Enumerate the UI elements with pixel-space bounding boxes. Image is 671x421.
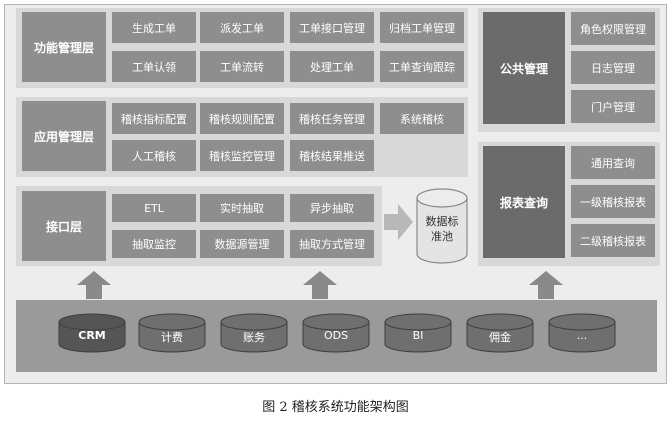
report-query-item: 通用查询 xyxy=(571,146,655,179)
application-item: 人工稽核 xyxy=(112,140,196,171)
data-source-label: ODS xyxy=(323,329,349,342)
data-source-label: CRM xyxy=(78,329,106,342)
data-source-cylinder: ODS xyxy=(302,313,370,353)
report-query-item: 二级稽核报表 xyxy=(571,224,655,257)
interface-layer-label: 接口层 xyxy=(22,191,106,261)
data-pool-label-line1: 数据标 xyxy=(425,215,459,228)
interface-item: 实时抽取 xyxy=(200,194,284,222)
application-item: 稽核规则配置 xyxy=(200,103,284,134)
interface-item: 数据源管理 xyxy=(200,230,284,258)
function-item: 工单接口管理 xyxy=(290,12,374,43)
arrow-up-icon xyxy=(77,271,111,299)
application-item: 稽核任务管理 xyxy=(290,103,374,134)
application-layer-label: 应用管理层 xyxy=(22,101,106,171)
application-item: 稽核结果推送 xyxy=(290,140,374,171)
function-item: 生成工单 xyxy=(112,12,196,43)
function-item: 派发工单 xyxy=(200,12,284,43)
function-layer-label: 功能管理层 xyxy=(22,12,106,82)
data-source-label: 账务 xyxy=(243,331,265,344)
function-item: 工单流转 xyxy=(200,51,284,82)
data-source-cylinder: 账务 xyxy=(220,313,288,353)
application-item: 稽核监控管理 xyxy=(200,140,284,171)
arrow-up-icon xyxy=(303,271,337,299)
function-item: 工单认领 xyxy=(112,51,196,82)
arrow-up-icon xyxy=(529,271,563,299)
data-source-cylinder: CRM xyxy=(58,313,126,353)
interface-item: 抽取方式管理 xyxy=(290,230,374,258)
application-item: 系统稽核 xyxy=(380,103,464,134)
arrow-right-icon xyxy=(384,204,413,240)
function-item: 处理工单 xyxy=(290,51,374,82)
data-pool-label-line2: 准池 xyxy=(431,230,453,243)
figure-caption: 图 2 稽核系统功能架构图 xyxy=(262,400,409,415)
report-query-label: 报表查询 xyxy=(483,146,565,258)
function-item: 归档工单管理 xyxy=(380,12,464,43)
public-management-item: 日志管理 xyxy=(571,51,655,84)
interface-item: 抽取监控 xyxy=(112,230,196,258)
data-source-cylinder: ... xyxy=(548,313,616,353)
application-item: 稽核指标配置 xyxy=(112,103,196,134)
data-source-cylinder: 佣金 xyxy=(466,313,534,353)
report-query-item: 一级稽核报表 xyxy=(571,185,655,218)
data-source-label: 佣金 xyxy=(489,331,511,344)
interface-item: 异步抽取 xyxy=(290,194,374,222)
data-source-cylinder: 计费 xyxy=(138,313,206,353)
data-source-label: 计费 xyxy=(161,331,183,344)
data-source-label: ... xyxy=(576,329,588,342)
data-source-label: BI xyxy=(412,329,424,342)
public-management-label: 公共管理 xyxy=(483,12,565,124)
public-management-item: 门户管理 xyxy=(571,90,655,123)
data-source-cylinder: BI xyxy=(384,313,452,353)
public-management-item: 角色权限管理 xyxy=(571,12,655,45)
function-item: 工单查询跟踪 xyxy=(380,51,464,82)
data-pool-cylinder: 数据标 准池 xyxy=(416,188,468,264)
interface-item: ETL xyxy=(112,194,196,222)
